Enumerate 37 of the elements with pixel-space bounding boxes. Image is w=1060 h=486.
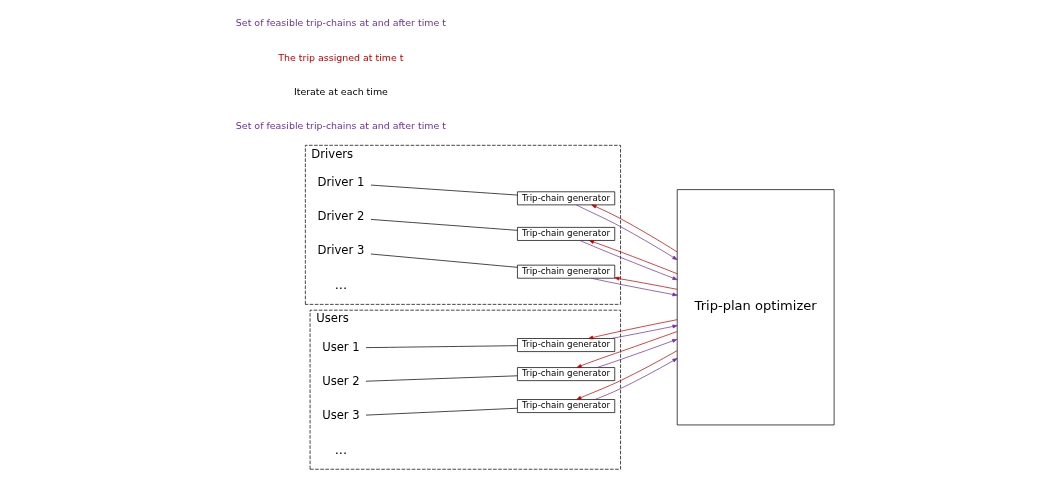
- arrow: [613, 276, 677, 290]
- label: Set of feasible trip-chains at and after time t: [235, 17, 446, 29]
- arrow: [593, 358, 677, 400]
- connector: [370, 184, 518, 196]
- node-text: User 2: [321, 373, 360, 388]
- node-text: Driver 1: [317, 174, 364, 189]
- node-text: User 3: [321, 407, 360, 422]
- node-text: User 1: [321, 339, 360, 354]
- connector: [365, 345, 518, 348]
- arrow: [596, 339, 677, 368]
- node-text: Driver 2: [317, 208, 364, 223]
- node-box: Trip-chain generator: [516, 338, 615, 352]
- arrow: [590, 204, 677, 253]
- arrow: [579, 240, 678, 281]
- node-box: Trip-chain generator: [516, 399, 615, 413]
- label: ...: [334, 441, 347, 457]
- arrow: [610, 324, 678, 339]
- arrow: [588, 240, 678, 275]
- arrow: [587, 319, 677, 340]
- connector: [370, 253, 518, 268]
- node-box: Trip-plan optimizer: [676, 189, 834, 426]
- arrow: [575, 204, 677, 260]
- node-box: Trip-chain generator: [516, 191, 615, 206]
- connector: [370, 219, 518, 231]
- connector: [365, 375, 518, 382]
- node-box: Trip-chain generator: [516, 264, 615, 279]
- node-box: Trip-chain generator: [516, 227, 615, 241]
- arrow: [590, 277, 678, 297]
- connector: [365, 407, 518, 416]
- node-box: Trip-chain generator: [516, 367, 615, 381]
- label: The trip assigned at time t: [277, 51, 404, 63]
- arrow: [575, 350, 677, 400]
- label: Iterate at each time: [293, 85, 388, 97]
- node-text: Driver 3: [317, 243, 364, 258]
- label: Set of feasible trip-chains at and after time t: [235, 119, 446, 131]
- label: ...: [334, 276, 347, 292]
- arrow: [576, 331, 677, 368]
